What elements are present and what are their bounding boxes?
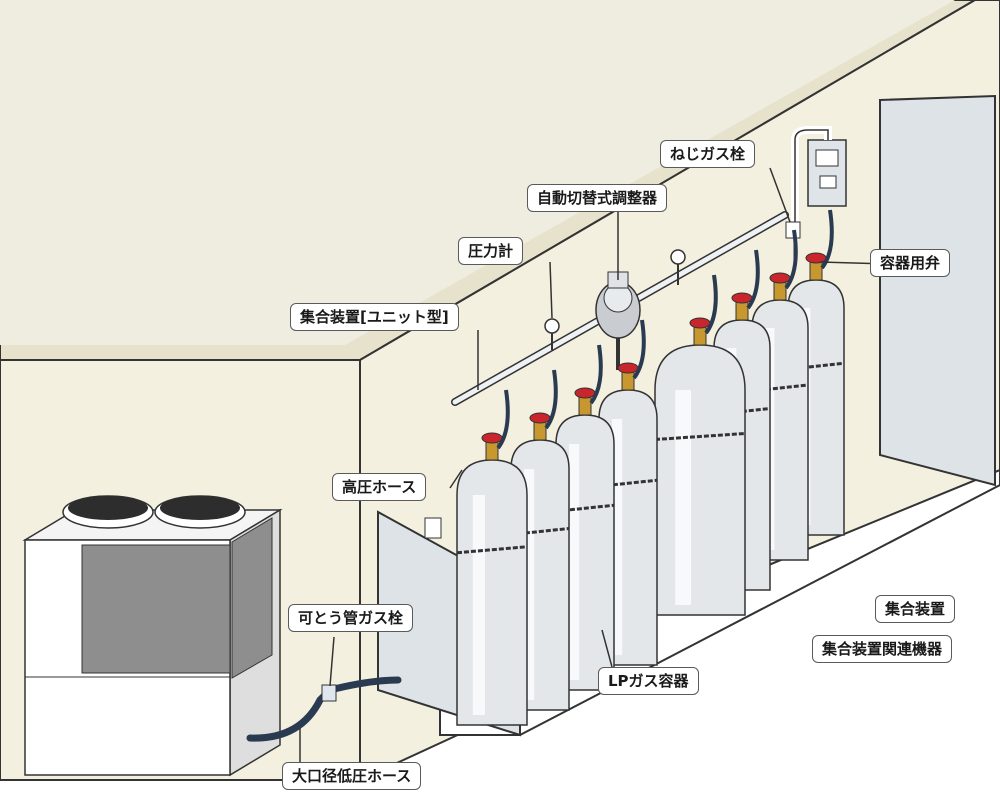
pressure-gauge-left	[544, 318, 560, 350]
right-door-panel	[879, 94, 996, 487]
label-screw-gas-cock: ねじガス栓	[660, 140, 756, 168]
flexible-pipe-gas-cock	[321, 684, 337, 702]
label-lp-gas-container: LPガス容器	[598, 667, 699, 695]
label-container-valve: 容器用弁	[870, 249, 951, 277]
outdoor-unit	[22, 495, 283, 777]
leader-lines	[299, 167, 889, 762]
label-auto-changeover-regulator: 自動切替式調整器	[527, 184, 668, 212]
lp-gas-cylinder	[654, 274, 746, 616]
legend-manifold: 集合装置	[875, 595, 956, 623]
pressure-gauge-right	[670, 249, 686, 285]
gas-meter	[791, 126, 847, 230]
lp-gas-cylinder	[456, 389, 528, 726]
enclosure-top-wall-inner	[0, 0, 955, 345]
label-pressure-gauge: 圧力計	[458, 237, 524, 265]
low-pressure-hose	[246, 676, 402, 742]
label-high-pressure-hose: 高圧ホース	[332, 473, 427, 501]
lp-gas-cylinders	[456, 209, 845, 726]
regulator-device	[595, 271, 641, 370]
legend-manifold-related: 集合装置関連機器	[812, 635, 953, 663]
label-manifold-unit: 集合装置[ユニット型]	[290, 303, 459, 331]
label-large-diameter-low-pressure-hose: 大口径低圧ホース	[282, 762, 422, 790]
wall-plate	[424, 517, 442, 539]
label-flexible-pipe-gas-cock: 可とう管ガス栓	[288, 604, 414, 632]
